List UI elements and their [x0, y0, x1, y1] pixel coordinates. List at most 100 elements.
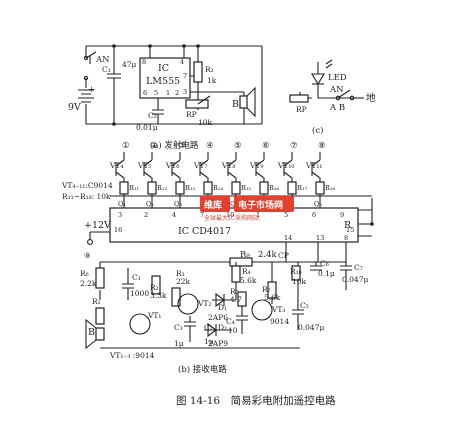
receiver-vt-note1: VT₄₋₁₁:C9014 — [61, 181, 113, 190]
r10-label: R₁₀ — [290, 267, 302, 276]
c4-label: C₄ — [226, 317, 235, 326]
channel-number-3: ③ — [178, 141, 186, 151]
r7-value: 5.6k — [264, 293, 281, 302]
channel-number-1: ① — [122, 141, 130, 151]
pin-5: 5 — [154, 89, 158, 97]
r4-value: 5.6k — [240, 276, 257, 285]
ic-pin-16: 16 — [114, 226, 122, 234]
channel-r-1: R₁₁ — [129, 184, 139, 192]
r9-label: R₉ — [240, 250, 250, 260]
r7 — [267, 281, 277, 299]
watermark-text: 电子市场网 — [238, 199, 283, 211]
r5-value: 4.7 — [230, 295, 242, 304]
channel-number-4: ④ — [206, 141, 214, 151]
transmitter-c2-value: 0.01μ — [136, 123, 158, 132]
receiver-vt-note2: R₁₁~R₁₈: 10k — [62, 192, 111, 201]
r2 — [171, 287, 181, 307]
channel-r-2: R₁₂ — [157, 184, 167, 192]
channel-vt-5: VT₈ — [221, 161, 235, 170]
channel-r-8: R₁₈ — [325, 184, 335, 192]
supply-label: +12V — [84, 220, 111, 231]
transmitter-r2-label: R₂ — [205, 65, 214, 74]
channel-r-7: R₁₇ — [297, 184, 307, 192]
transmitter-rp — [185, 99, 209, 109]
transmitter-circuit: AN 9V + C₁ 47μ IC LM555 8 4 7 3 6 5 1 2 … — [68, 44, 263, 151]
channel-resistor-7 — [287, 181, 297, 195]
receiver-ic-r: R — [344, 220, 352, 231]
ic-pin-15: 15 — [346, 226, 354, 234]
channel-number-6: ⑥ — [262, 141, 270, 151]
r10 — [291, 265, 301, 281]
r3-value: 22k — [176, 277, 191, 286]
figure-caption: 图 14-16 简易彩电附加遥控电路 — [176, 394, 336, 407]
channel-resistor-5 — [231, 181, 241, 195]
remote-rp — [289, 94, 309, 103]
r4 — [231, 265, 241, 283]
receiver-circuit: ①VT₄R₁₁Q₁②VT₅R₁₂Q₂③VT₆R₁₃Q₃④VT₇R₁₄Q₄⑤VT₈… — [61, 141, 374, 375]
lm555-ic — [139, 57, 191, 99]
channel-resistor-2 — [147, 181, 157, 195]
terminal-9-symbol: ⑨ — [84, 251, 91, 260]
r10-value: 10k — [292, 277, 307, 286]
c1-label: C₁ — [132, 273, 141, 282]
pin-7: 7 — [183, 72, 187, 80]
channel-q-2: Q₂ — [146, 200, 154, 208]
transmitter-switch-label: AN — [95, 55, 110, 65]
c1-value: 1000 — [130, 289, 149, 298]
r6-value: 2.2k — [80, 279, 97, 288]
channel-r-5: R₁₅ — [241, 184, 251, 192]
transmitter-ic-label: IC — [158, 63, 169, 74]
pin-6: 6 — [143, 89, 147, 97]
channel-number-7: ⑦ — [290, 141, 298, 151]
channel-resistor-6 — [259, 181, 269, 195]
c2-value: 1μ — [204, 337, 214, 346]
channel-vt-8: VT₁₁ — [305, 161, 322, 170]
ic-pin-9: 9 — [340, 211, 344, 219]
channel-vt-3: VT₆ — [165, 161, 179, 170]
ic-pin-2: 2 — [144, 211, 148, 219]
receiver-ic-label: IC CD4017 — [178, 226, 231, 237]
r7-label: R₇ — [262, 285, 271, 294]
channel-r-6: R₁₆ — [269, 184, 279, 192]
channel-resistor-1 — [119, 181, 129, 195]
c3-value: 1μ — [174, 339, 184, 348]
c7-value: 0.047μ — [342, 275, 368, 284]
r3-label: R₃ — [176, 269, 185, 278]
r1 — [95, 307, 105, 325]
ic-pin-14: 14 — [284, 234, 292, 242]
r3 — [151, 275, 161, 295]
transmitter-rp-label: RP — [186, 110, 197, 119]
d1-value: 2AP6 — [208, 313, 228, 322]
ic-pin-6: 6 — [312, 211, 316, 219]
remote-caption: (c) — [312, 125, 323, 136]
vt2-label: VT₂ — [197, 299, 211, 308]
r9 — [229, 257, 253, 267]
remote-ground-label: 地 — [366, 92, 376, 104]
channel-vt-2: VT₅ — [137, 161, 151, 170]
battery-label: 9V — [68, 102, 81, 113]
watermark: 维库 电子市场网 全球最大IC采购网站 — [200, 196, 294, 222]
c6-value: 0.1μ — [318, 269, 335, 278]
channel-resistor-8 — [315, 181, 325, 195]
r9-value: 2.4k — [258, 250, 278, 260]
watermark-sub: 全球最大IC采购网站 — [204, 214, 259, 222]
transmitter-speaker-label: B — [232, 99, 239, 110]
c3-label: C₃ — [174, 323, 183, 332]
channel-q-1: Q₁ — [118, 200, 126, 208]
c6-label: C₆ — [320, 259, 329, 268]
transmitter-c2-label: C₂ — [148, 111, 157, 120]
pin-8: 8 — [142, 58, 146, 66]
receiver-caption: (b) 接收电路 — [178, 364, 227, 375]
watermark-logo: 维库 — [204, 199, 222, 211]
c4-value: 10 — [228, 326, 238, 335]
battery-plus: + — [88, 85, 95, 95]
vt1-label: VT₁ — [147, 311, 161, 320]
r2-value: 3.3k — [150, 291, 167, 300]
transmitter-c1-value: 47μ — [122, 60, 137, 69]
r6-label: R₆ — [80, 269, 89, 278]
remote-terminals-label: A B — [329, 103, 345, 113]
c5-label: C₅ — [300, 301, 309, 310]
d2-value: 2AP9 — [208, 339, 228, 348]
transmitter-ic-part: LM555 — [146, 76, 180, 87]
